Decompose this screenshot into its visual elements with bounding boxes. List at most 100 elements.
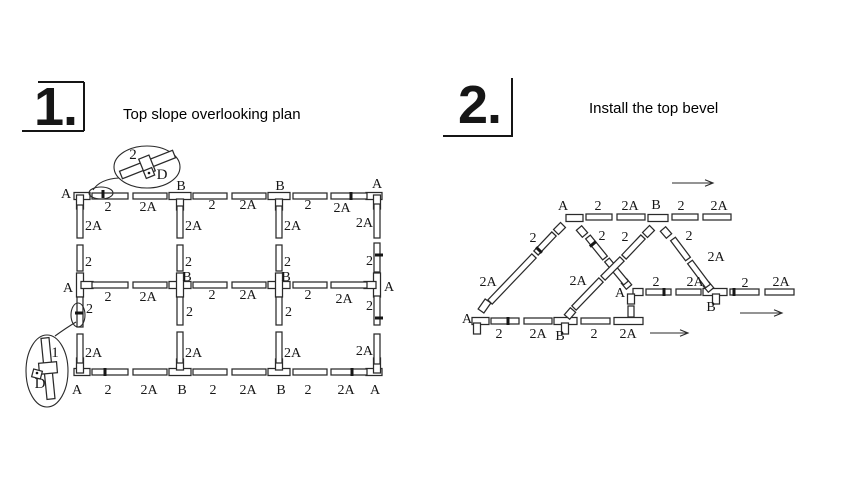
connector-arm — [711, 293, 721, 305]
connector-arm — [552, 221, 567, 236]
part-label: 2 — [686, 229, 693, 244]
part-label: 2A — [239, 383, 257, 398]
part-label: 2 — [305, 198, 312, 213]
pipe-segment — [645, 288, 672, 296]
part-label: 2 — [105, 200, 112, 215]
pipe-segment — [373, 242, 381, 273]
pipe-segment — [627, 305, 635, 318]
part-label: 1 — [51, 345, 59, 361]
part-label: B — [176, 179, 185, 194]
part-label: A — [370, 383, 381, 398]
pipe-segment — [132, 368, 168, 376]
pipe-segment — [523, 317, 553, 325]
part-label: A — [72, 383, 83, 398]
part-label: 2A — [479, 275, 497, 290]
direction-arrow — [650, 329, 690, 337]
pipe-segment — [599, 255, 626, 282]
part-label: 2 — [678, 199, 685, 214]
pipe-segment — [76, 244, 84, 272]
pipe-segment — [671, 213, 699, 221]
part-label: 2A — [707, 250, 725, 265]
part-label: 2 — [530, 231, 537, 246]
connector-arm — [472, 322, 482, 335]
part-label: 2 — [742, 276, 749, 291]
part-label: 2A — [710, 199, 728, 214]
pipe-segment — [176, 205, 184, 239]
callout-ellipse — [113, 145, 181, 189]
part-label: A — [615, 286, 626, 301]
clamp-mark — [349, 192, 353, 200]
clamp-mark — [732, 288, 736, 296]
step-title-2: Install the top bevel — [589, 100, 719, 117]
direction-arrow — [740, 309, 784, 317]
callout-leader — [54, 321, 77, 337]
part-label: 2A — [619, 327, 637, 342]
pipe-segment — [231, 368, 267, 376]
part-label: 2 — [622, 230, 629, 245]
part-label: 2 — [285, 305, 292, 320]
clamp-mark — [375, 316, 383, 320]
pipe-segment — [686, 259, 712, 289]
connector-arm — [659, 225, 673, 240]
pipe-segment — [76, 204, 84, 239]
pipe-segment — [729, 288, 760, 296]
step-number-1: 1. — [34, 77, 78, 137]
part-label: 2A — [337, 383, 355, 398]
part-label: 2 — [595, 199, 602, 214]
part-label: 2A — [85, 219, 103, 234]
part-label: 2 — [653, 275, 660, 290]
clamp-band — [37, 361, 59, 375]
clamp-mark — [103, 368, 107, 376]
part-label: 2 — [86, 302, 93, 317]
part-label: 2A — [185, 346, 203, 361]
part-label: 2 — [284, 255, 291, 270]
clamp-hole — [147, 171, 151, 175]
part-label: B — [177, 383, 186, 398]
direction-arrow — [672, 179, 715, 187]
pipe-segment — [132, 192, 168, 200]
clamp-mark — [662, 288, 666, 296]
part-label: D — [35, 376, 46, 392]
clamp-mark — [535, 246, 543, 254]
clamp-mark — [375, 253, 383, 257]
part-label: 2A — [529, 327, 547, 342]
connector-arm — [641, 224, 656, 239]
connector-arm — [575, 224, 589, 239]
clamp-mark — [350, 368, 354, 376]
connector-arm — [477, 298, 492, 314]
pipe-segment — [702, 213, 732, 221]
part-label: B — [706, 300, 715, 315]
connector-arm — [613, 316, 644, 326]
pipe-segment — [292, 192, 328, 200]
part-label: 2A — [185, 219, 203, 234]
part-label: 2A — [284, 219, 302, 234]
connector-arm — [626, 293, 636, 305]
part-label: 2A — [772, 275, 790, 290]
pipe-segment — [292, 281, 328, 289]
pipe-segment — [275, 244, 283, 272]
pipe-segment — [486, 253, 538, 305]
pipe-segment — [231, 192, 267, 200]
part-label: 2 — [209, 198, 216, 213]
part-label: A — [63, 281, 74, 296]
part-label: A — [462, 312, 473, 327]
part-label: 2A — [85, 346, 103, 361]
part-label: B — [276, 383, 285, 398]
part-label: 2A — [333, 201, 351, 216]
step-title-1: Top slope overlooking plan — [123, 106, 301, 123]
pipe-segment — [585, 213, 613, 221]
pipe-segment — [330, 192, 368, 200]
step-number-2: 2. — [458, 75, 502, 135]
pipe-segment — [192, 368, 228, 376]
connector-arm — [560, 322, 570, 335]
connector-arm — [647, 213, 669, 223]
connector-arm — [632, 287, 644, 297]
pipe-segment — [675, 288, 702, 296]
part-label: 2 — [305, 288, 312, 303]
callout-ellipse — [70, 302, 86, 328]
part-label: B — [555, 329, 564, 344]
pipe-segment — [532, 231, 558, 256]
pipe-segment — [231, 281, 267, 289]
pipe-segment — [570, 277, 605, 311]
part-label: A — [61, 187, 72, 202]
